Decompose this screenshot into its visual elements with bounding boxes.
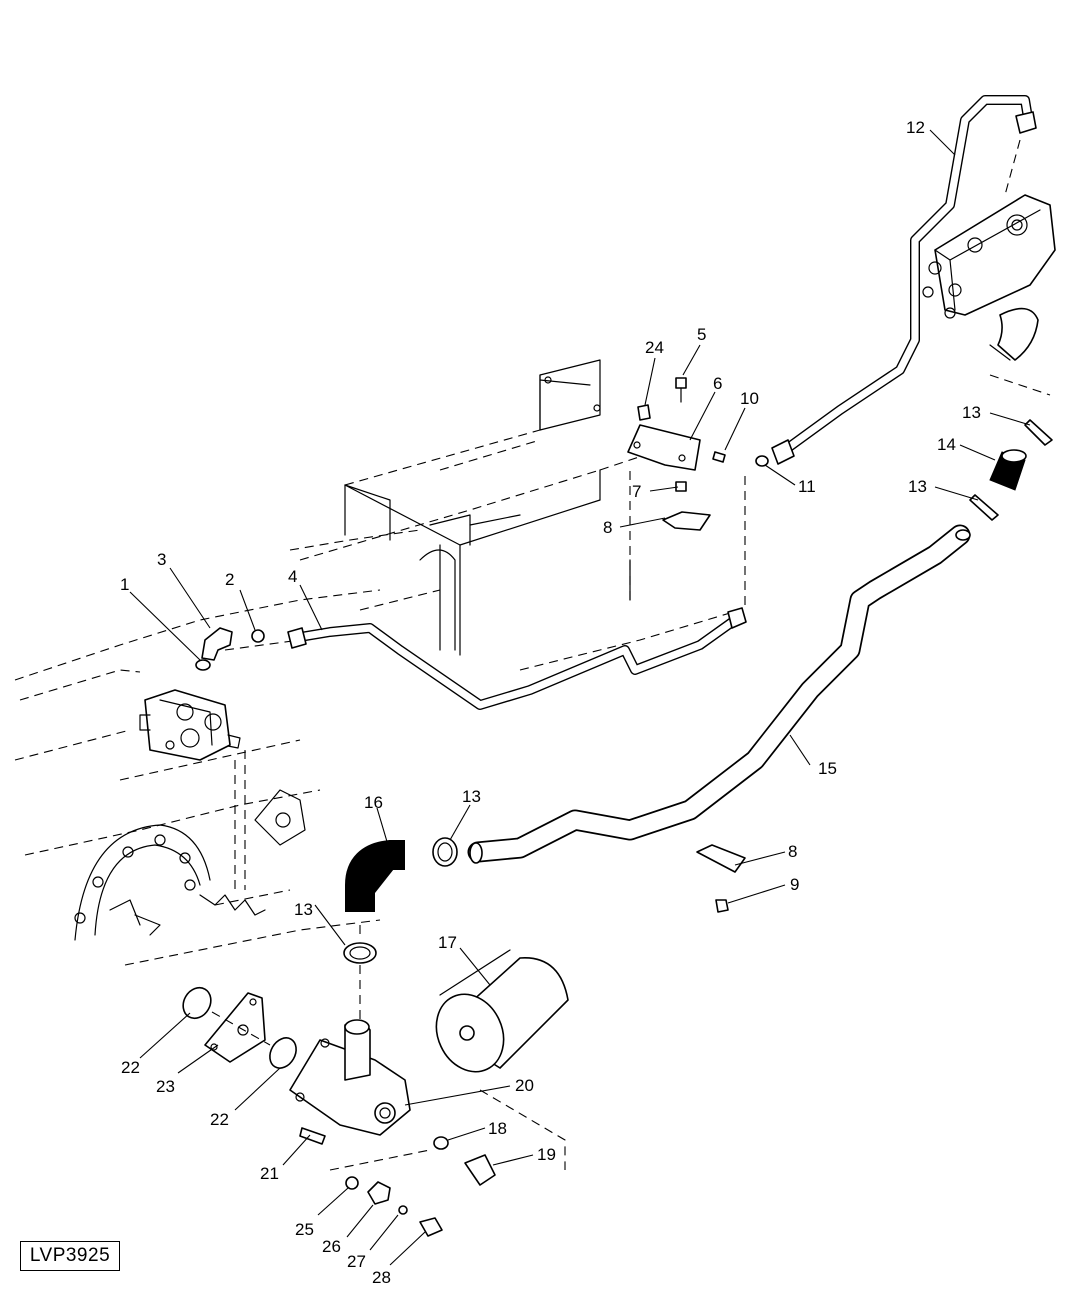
- callout-14: 14: [937, 435, 956, 454]
- callout-11: 11: [798, 477, 816, 496]
- callout-26: 26: [322, 1237, 341, 1256]
- callout-19: 19: [537, 1145, 556, 1164]
- callout-8-upper: 8: [603, 518, 612, 537]
- brackets: [627, 424, 746, 873]
- leader-lines: [129, 129, 1031, 1266]
- callout-3: 3: [157, 550, 166, 569]
- callout-5: 5: [697, 325, 706, 344]
- callout-7: 7: [632, 482, 641, 501]
- callout-labels: 1 2 3 4 5 6 7 8 10 11 12 13 14 13 15 16 …: [120, 118, 981, 1287]
- callout-27: 27: [347, 1252, 366, 1271]
- callout-13-b: 13: [908, 477, 927, 496]
- callout-18: 18: [488, 1119, 507, 1138]
- callout-20: 20: [515, 1076, 534, 1095]
- callout-23: 23: [156, 1077, 175, 1096]
- callout-22-right: 22: [210, 1110, 229, 1129]
- small-fittings: [195, 377, 769, 913]
- callout-9: 9: [790, 875, 799, 894]
- line-4: [287, 470, 747, 710]
- valve-block: [922, 194, 1056, 361]
- frame-phantom-lines: [14, 374, 1051, 1171]
- callout-13-d: 13: [294, 900, 313, 919]
- callout-4: 4: [288, 567, 297, 586]
- callout-6: 6: [713, 374, 722, 393]
- transmission-case: [344, 359, 661, 656]
- callout-22-left: 22: [121, 1058, 140, 1077]
- lower-fittings: [299, 1127, 496, 1237]
- callout-13-c: 13: [462, 787, 481, 806]
- plate-and-orings: [182, 986, 297, 1069]
- elbow-hose-16: [345, 840, 405, 912]
- callout-1: 1: [120, 575, 129, 594]
- callout-21: 21: [260, 1164, 279, 1183]
- callout-12: 12: [906, 118, 925, 137]
- hydraulic-pump: [139, 689, 241, 761]
- clamps: [343, 419, 1053, 964]
- callout-13-a: 13: [962, 403, 981, 422]
- callout-16: 16: [364, 793, 383, 812]
- callout-10: 10: [740, 389, 759, 408]
- connector-14: [989, 449, 1027, 491]
- callout-8-lower: 8: [788, 842, 797, 861]
- assembly-guides: [211, 925, 361, 1046]
- callout-24: 24: [645, 338, 664, 357]
- callout-15: 15: [818, 759, 837, 778]
- rear-housing: [74, 789, 306, 941]
- callout-25: 25: [295, 1220, 314, 1239]
- filter-head-20: [289, 1019, 411, 1136]
- callout-28: 28: [372, 1268, 391, 1287]
- figure-id-label: LVP3925: [20, 1241, 120, 1271]
- filter-17: [435, 949, 569, 1073]
- line-12: [771, 95, 1037, 465]
- callout-2: 2: [225, 570, 234, 589]
- callout-17: 17: [438, 933, 457, 952]
- return-hose-15: [467, 524, 971, 864]
